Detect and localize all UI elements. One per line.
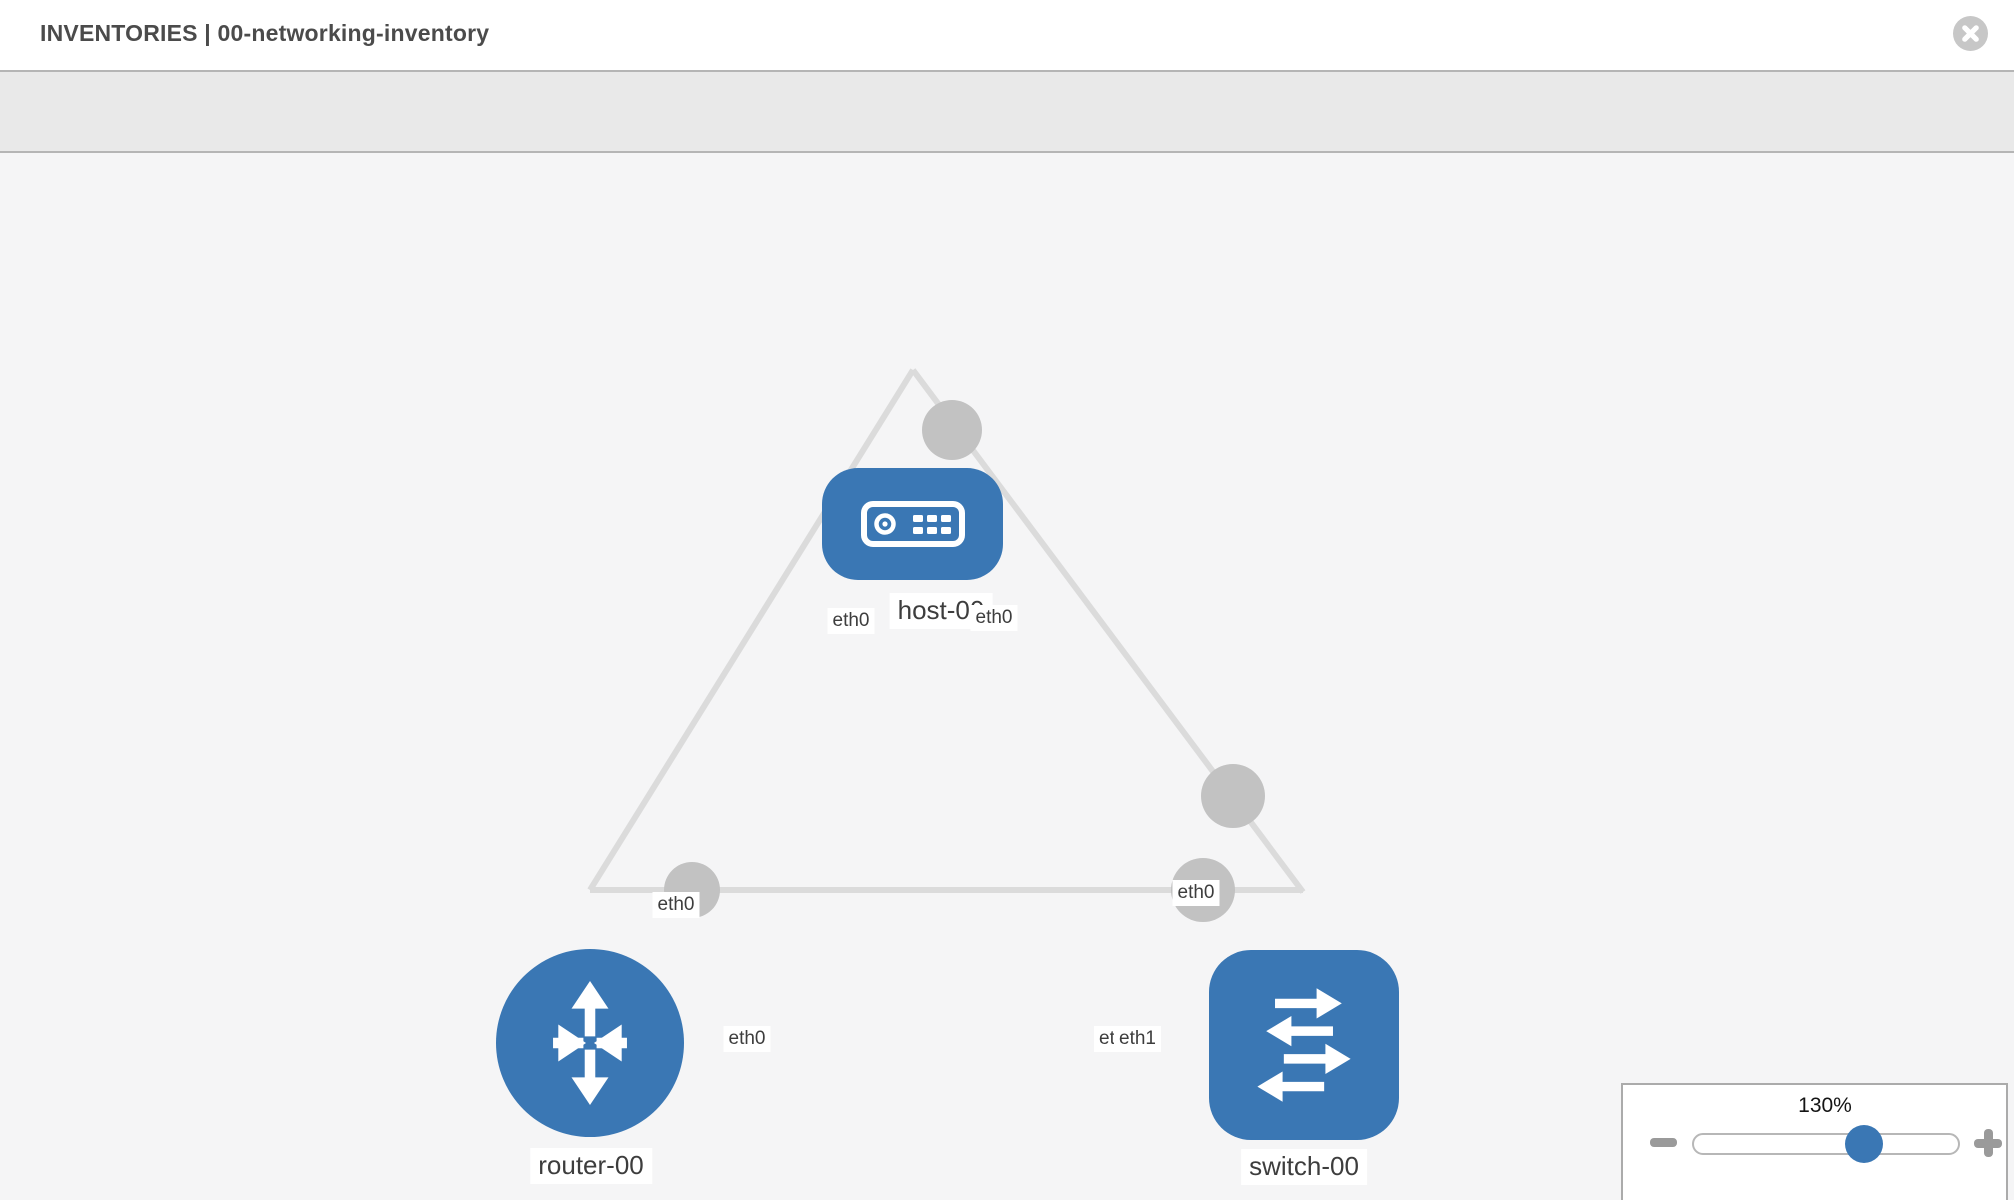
- topology-canvas[interactable]: host-00 router-00 switch-00 eth0 eth0 et…: [0, 153, 2014, 1200]
- port-circle-switch-top: [1201, 764, 1265, 828]
- node-router-00[interactable]: [496, 949, 684, 1137]
- zoom-out-button[interactable]: [1650, 1138, 1677, 1147]
- link-host-router[interactable]: [587, 368, 916, 892]
- node-label-host: host-00: [889, 593, 993, 629]
- node-switch-00[interactable]: [1209, 950, 1399, 1140]
- zoom-slider-track[interactable]: [1692, 1133, 1960, 1155]
- host-icon: [860, 501, 965, 547]
- interface-label-router-up: eth0: [652, 892, 700, 918]
- close-button[interactable]: [1953, 16, 1988, 51]
- interface-label-switch-left-front: eth1: [1114, 1026, 1161, 1052]
- node-host-00[interactable]: [822, 468, 1003, 580]
- switch-icon: [1257, 988, 1351, 1102]
- zoom-control-panel: 130%: [1621, 1083, 2008, 1200]
- node-label-router: router-00: [530, 1148, 652, 1184]
- close-icon: [1962, 25, 1979, 42]
- interface-label-router-right: eth0: [723, 1026, 771, 1052]
- port-circle-host-bottom: [922, 400, 982, 460]
- header-bar: INVENTORIES | 00-networking-inventory: [0, 0, 2014, 70]
- topology-links-layer: [587, 368, 1306, 922]
- zoom-level-value: 130%: [1798, 1094, 1852, 1117]
- interface-label-switch-up: eth0: [1172, 880, 1220, 906]
- interface-label-host-left: eth0: [827, 608, 875, 634]
- zoom-in-button[interactable]: [1974, 1129, 2002, 1157]
- page-title: INVENTORIES | 00-networking-inventory: [40, 19, 490, 46]
- interface-label-host-right: eth0: [970, 605, 1018, 631]
- node-label-switch: switch-00: [1241, 1149, 1367, 1185]
- zoom-slider-handle[interactable]: [1845, 1125, 1883, 1163]
- router-icon: [553, 980, 627, 1106]
- toolbar: ACTIONS SEARCH: [0, 70, 2014, 210]
